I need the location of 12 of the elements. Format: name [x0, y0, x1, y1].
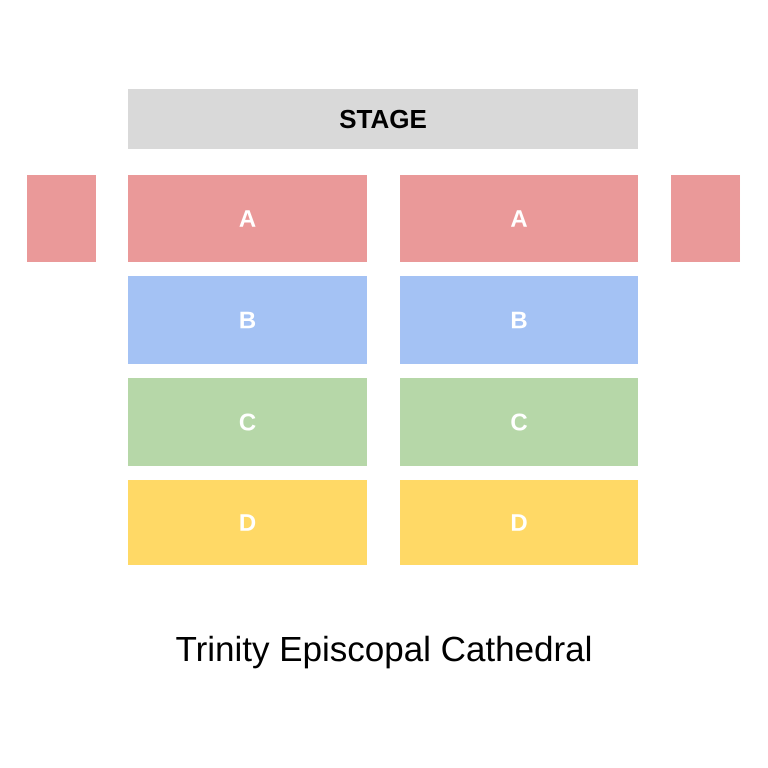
seating-block: A: [128, 175, 367, 262]
seating-block: C: [128, 378, 367, 466]
seating-block: D: [128, 480, 367, 565]
seating-block: [671, 175, 740, 262]
caption: Trinity Episcopal Cathedral: [176, 636, 590, 668]
seating-block: B: [128, 276, 367, 364]
seating-block: [27, 175, 96, 262]
seating-block: D: [400, 480, 638, 565]
seating-block: B: [400, 276, 638, 364]
seating-block: A: [400, 175, 638, 262]
stage-block: STAGE: [128, 89, 638, 149]
seating-block: C: [400, 378, 638, 466]
